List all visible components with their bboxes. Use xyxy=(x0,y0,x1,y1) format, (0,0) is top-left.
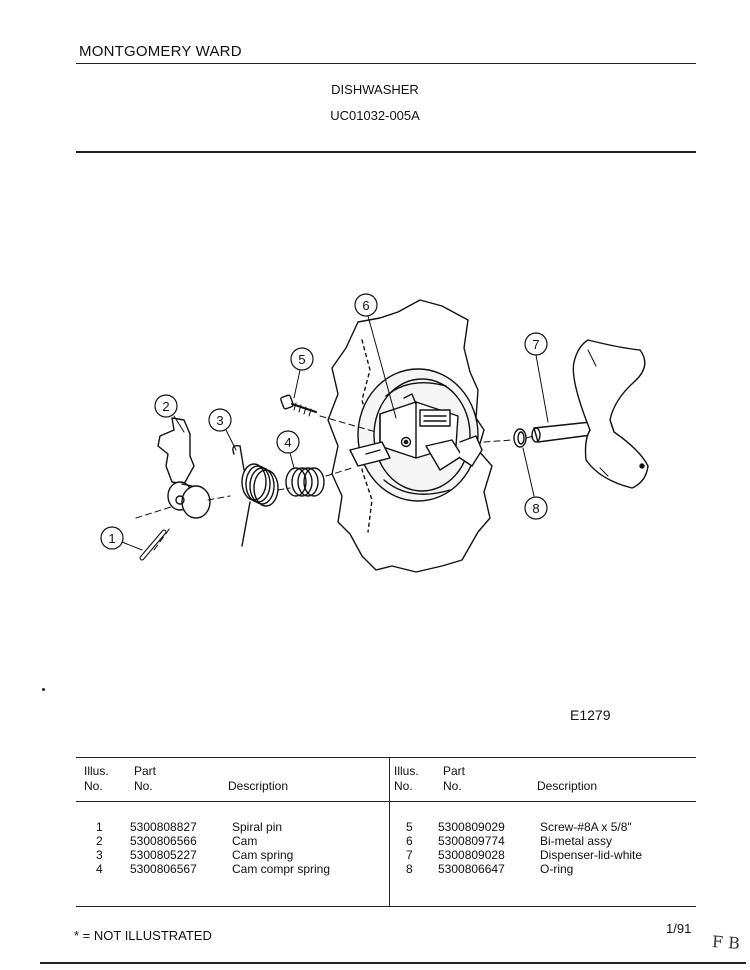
header-part-line2: No. xyxy=(134,779,153,793)
row-part: 5300806647 xyxy=(438,862,505,876)
header-rule xyxy=(76,63,696,64)
footer-rule xyxy=(40,962,746,964)
header-illus-right: Illus. No. xyxy=(394,764,419,794)
header-illus-line2: No. xyxy=(394,779,413,793)
row-description: Cam xyxy=(232,834,258,848)
row-part: 5300806566 xyxy=(130,834,197,848)
callout-1-label: 1 xyxy=(108,531,115,546)
row-description: Spiral pin xyxy=(232,820,283,834)
callout-circles xyxy=(100,293,548,550)
row-illus: 3 xyxy=(96,848,103,862)
header-illus-left: Illus. No. xyxy=(84,764,109,794)
callout-6-label: 6 xyxy=(362,298,369,313)
header-illus-line1: Illus. xyxy=(394,764,419,778)
spiral-pin-part xyxy=(139,529,167,561)
row-illus: 6 xyxy=(406,834,413,848)
row-part: 5300809774 xyxy=(438,834,505,848)
diagram-code: E1279 xyxy=(570,707,611,723)
row-illus: 7 xyxy=(406,848,413,862)
page-title: DISHWASHER xyxy=(331,82,419,97)
assembly-centerlines xyxy=(135,415,535,551)
row-description: O-ring xyxy=(540,862,574,876)
bimetal-assembly xyxy=(349,393,483,471)
cam-compression-spring-part xyxy=(285,467,325,497)
header-illus-line2: No. xyxy=(84,779,103,793)
callout-8-label: 8 xyxy=(532,501,539,516)
page-number: 1/91 xyxy=(666,921,692,936)
row-illus: 5 xyxy=(406,820,413,834)
row-illus: 1 xyxy=(96,820,103,834)
row-part: 5300806567 xyxy=(130,862,197,876)
title-rule xyxy=(76,151,696,153)
dispenser-lid-part xyxy=(531,339,649,489)
callout-2-label: 2 xyxy=(162,399,169,414)
header-part-right: Part No. xyxy=(443,764,465,794)
header-part-line1: Part xyxy=(443,764,466,778)
row-part: 5300808827 xyxy=(130,820,197,834)
row-part: 5300809028 xyxy=(438,848,505,862)
header-part-line2: No. xyxy=(443,779,462,793)
row-illus: 2 xyxy=(96,834,103,848)
row-description: Dispenser-lid-white xyxy=(540,848,643,862)
callout-4-label: 4 xyxy=(284,435,291,450)
callout-7-label: 7 xyxy=(532,337,539,352)
header-description-left: Description xyxy=(228,779,289,793)
callout-3-label: 3 xyxy=(216,413,223,428)
screw-part xyxy=(280,394,317,417)
table-bottom-rule xyxy=(76,906,696,907)
row-description: Cam spring xyxy=(232,848,294,862)
row-description: Cam compr spring xyxy=(232,862,331,876)
model-number: UC01032-005A xyxy=(330,108,420,123)
header-part-line1: Part xyxy=(134,764,157,778)
table-column-divider xyxy=(389,757,390,906)
not-illustrated-note: * = NOT ILLUSTRATED xyxy=(74,928,212,943)
o-ring-part xyxy=(513,428,527,448)
callout-5-label: 5 xyxy=(298,352,305,367)
row-illus: 8 xyxy=(406,862,413,876)
row-part: 5300809029 xyxy=(438,820,505,834)
cam-part xyxy=(157,417,211,519)
handwritten-mark: F B xyxy=(711,932,741,953)
row-description: Screw-#8A x 5/8" xyxy=(540,820,632,834)
cam-spring-part xyxy=(232,444,279,547)
table-top-rule xyxy=(76,757,696,758)
row-illus: 4 xyxy=(96,862,103,876)
brand-name: MONTGOMERY WARD xyxy=(79,43,242,60)
callout-leaders xyxy=(121,315,549,551)
header-description-right: Description xyxy=(537,779,598,793)
row-description: Bi-metal assy xyxy=(540,834,613,848)
header-illus-line1: Illus. xyxy=(84,764,109,778)
table-header-rule xyxy=(76,801,696,802)
exploded-parts-diagram: 1 2 3 4 5 6 7 8 xyxy=(100,293,649,573)
stray-dot xyxy=(42,688,45,691)
row-part: 5300805227 xyxy=(130,848,197,862)
header-part-left: Part No. xyxy=(134,764,156,794)
